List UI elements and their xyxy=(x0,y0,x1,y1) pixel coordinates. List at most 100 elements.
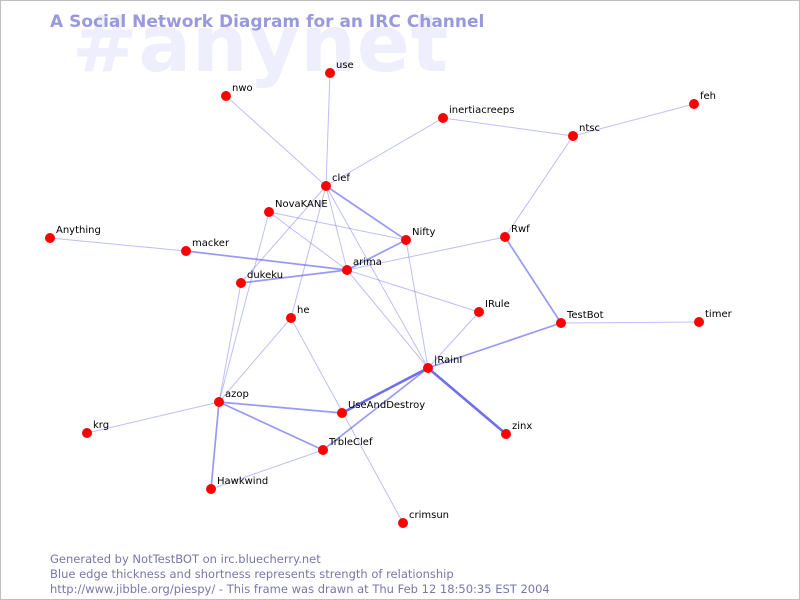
node-dukeku[interactable]: dukeku xyxy=(236,270,283,288)
node-zinx[interactable]: zinx xyxy=(501,421,532,439)
node-arima[interactable]: arima xyxy=(342,257,382,275)
node-dot-Anything[interactable] xyxy=(45,233,55,243)
node-dot-he[interactable] xyxy=(286,313,296,323)
node-dot-clef[interactable] xyxy=(321,181,331,191)
edge-IRainI-UseAndDestroy xyxy=(340,366,430,415)
node-label-ntsc: ntsc xyxy=(579,123,600,134)
node-Anything[interactable]: Anything xyxy=(45,225,101,243)
edge-dukeku-azop xyxy=(218,282,242,403)
node-krg[interactable]: krg xyxy=(82,420,109,438)
node-IRainI[interactable]: |RainI xyxy=(423,355,462,373)
node-dot-arima[interactable] xyxy=(342,265,352,275)
node-azop[interactable]: azop xyxy=(214,389,249,407)
edge-he-azop xyxy=(218,317,292,403)
edge-IRule-IRainI xyxy=(427,311,480,369)
edge-clef-he xyxy=(290,185,327,319)
edge-TestBot-timer xyxy=(560,321,700,324)
edge-Rwf-arima xyxy=(346,236,506,271)
node-TrbleClef[interactable]: TrbleClef xyxy=(318,437,373,455)
node-label-crimsun: crimsun xyxy=(409,510,449,521)
footer-legend-note: Blue edge thickness and shortness repres… xyxy=(50,567,454,581)
node-dot-Rwf[interactable] xyxy=(500,232,510,242)
node-dot-feh[interactable] xyxy=(689,99,699,109)
edge-arima-dukeku xyxy=(240,269,348,284)
edge-azop-UseAndDestroy xyxy=(218,401,343,414)
node-label-TestBot: TestBot xyxy=(566,310,604,321)
node-macker[interactable]: macker xyxy=(181,238,230,256)
node-label-IRainI: |RainI xyxy=(434,355,462,366)
node-NovaKANE[interactable]: NovaKANE xyxy=(264,199,328,217)
edge-IRainI-TrbleClef xyxy=(322,367,429,451)
edge-he-crimsun xyxy=(290,317,404,524)
node-timer[interactable]: timer xyxy=(694,309,733,327)
node-label-zinx: zinx xyxy=(512,421,532,432)
node-label-arima: arima xyxy=(353,257,382,268)
channel-watermark: #anynet xyxy=(72,0,450,90)
node-label-azop: azop xyxy=(225,389,249,400)
edge-NovaKANE-azop xyxy=(218,211,270,403)
edge-clef-arima xyxy=(325,185,348,271)
node-dot-crimsun[interactable] xyxy=(398,518,408,528)
node-dot-TrbleClef[interactable] xyxy=(318,445,328,455)
node-dot-Hawkwind[interactable] xyxy=(206,484,216,494)
node-ntsc[interactable]: ntsc xyxy=(568,123,600,141)
node-inertiacreeps[interactable]: inertiacreeps xyxy=(438,105,514,123)
node-Nifty[interactable]: Nifty xyxy=(401,227,436,245)
node-label-Hawkwind: Hawkwind xyxy=(217,476,268,487)
node-dot-zinx[interactable] xyxy=(501,429,511,439)
node-Rwf[interactable]: Rwf xyxy=(500,224,530,242)
node-dot-inertiacreeps[interactable] xyxy=(438,113,448,123)
node-label-feh: feh xyxy=(700,91,716,102)
node-label-macker: macker xyxy=(192,238,230,249)
node-feh[interactable]: feh xyxy=(689,91,716,109)
node-label-krg: krg xyxy=(93,420,109,431)
node-use[interactable]: use xyxy=(325,60,354,78)
node-Hawkwind[interactable]: Hawkwind xyxy=(206,476,268,494)
node-dot-UseAndDestroy[interactable] xyxy=(337,408,347,418)
node-dot-use[interactable] xyxy=(325,68,335,78)
node-dot-azop[interactable] xyxy=(214,397,224,407)
node-dot-krg[interactable] xyxy=(82,428,92,438)
edge-inertiacreeps-ntsc xyxy=(442,117,574,137)
edge-inertiacreeps-clef xyxy=(325,117,444,187)
node-nwo[interactable]: nwo xyxy=(221,83,253,101)
node-he[interactable]: he xyxy=(286,305,310,323)
node-dot-ntsc[interactable] xyxy=(568,131,578,141)
edge-TestBot-IRainI xyxy=(427,322,562,369)
node-label-Nifty: Nifty xyxy=(412,227,436,238)
edge-Hawkwind-TrbleClef xyxy=(210,449,324,490)
node-dot-Nifty[interactable] xyxy=(401,235,411,245)
node-clef[interactable]: clef xyxy=(321,173,350,191)
node-dot-nwo[interactable] xyxy=(221,91,231,101)
node-label-Rwf: Rwf xyxy=(511,224,530,235)
edge-use-clef xyxy=(325,72,331,187)
node-dot-dukeku[interactable] xyxy=(236,278,246,288)
footer-generated-by: Generated by NotTestBOT on irc.bluecherr… xyxy=(50,552,321,566)
edge-layer xyxy=(49,72,700,524)
edge-IRainI-zinx xyxy=(426,366,508,436)
node-dot-NovaKANE[interactable] xyxy=(264,207,274,217)
node-dot-macker[interactable] xyxy=(181,246,191,256)
edge-nwo-clef xyxy=(225,95,327,187)
node-dot-timer[interactable] xyxy=(694,317,704,327)
edge-NovaKANE-arima xyxy=(268,211,348,271)
node-crimsun[interactable]: crimsun xyxy=(398,510,449,528)
edge-clef-IRainI xyxy=(325,185,429,369)
node-dot-IRule[interactable] xyxy=(474,307,484,317)
node-dot-TestBot[interactable] xyxy=(556,318,566,328)
edge-Anything-macker xyxy=(49,237,187,252)
node-UseAndDestroy[interactable]: UseAndDestroy xyxy=(337,400,425,418)
node-label-clef: clef xyxy=(332,173,350,184)
node-label-nwo: nwo xyxy=(232,83,253,94)
node-dot-IRainI[interactable] xyxy=(423,363,433,373)
page-title: A Social Network Diagram for an IRC Chan… xyxy=(50,12,485,32)
node-TestBot[interactable]: TestBot xyxy=(556,310,604,328)
node-IRule[interactable]: IRule xyxy=(474,299,510,317)
node-label-NovaKANE: NovaKANE xyxy=(275,199,328,210)
node-label-UseAndDestroy: UseAndDestroy xyxy=(348,400,425,411)
edge-Rwf-TestBot xyxy=(504,236,562,324)
footer-source-link[interactable]: http://www.jibble.org/piespy/ - This fra… xyxy=(50,582,550,596)
